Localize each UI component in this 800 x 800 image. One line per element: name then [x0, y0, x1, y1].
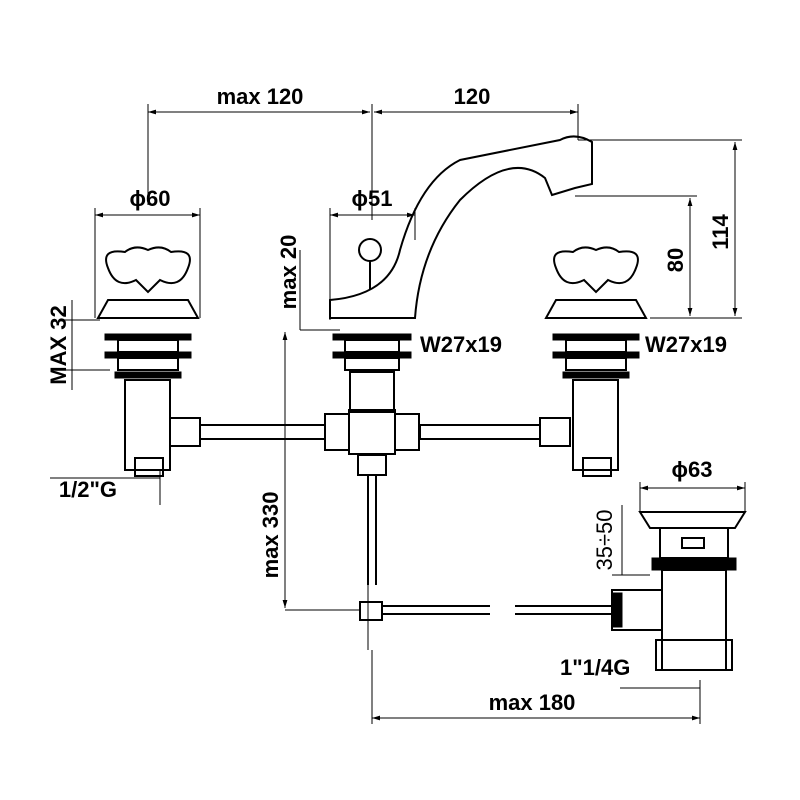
bottom-dimension: max 180: [371, 650, 701, 724]
dim-inlet-thread: 1/2"G: [59, 477, 117, 502]
height-dimensions: 114 80: [575, 139, 742, 319]
dim-spout-offset: max 120: [217, 84, 304, 109]
dim-deck-thickness: MAX 32: [46, 305, 71, 384]
right-handle: W27x19: [544, 246, 727, 477]
dim-thread-mid: W27x19: [420, 332, 502, 357]
dim-outlet-height: 80: [663, 248, 688, 272]
dim-thread-right: W27x19: [645, 332, 727, 357]
dim-spout-reach: 120: [454, 84, 491, 109]
dim-depth: max 330: [258, 492, 283, 579]
dim-total-height: 114: [708, 213, 733, 249]
popup-rod: max 330: [258, 332, 612, 650]
top-dimensions: max 120 120: [147, 84, 579, 220]
left-handle: ϕ60 1/2"G MAX 32: [46, 186, 201, 505]
dim-spout-diameter: ϕ51: [352, 186, 393, 211]
dim-drain-diameter: ϕ63: [672, 457, 713, 482]
connection-pipe: [169, 409, 571, 585]
dim-drain-distance: max 180: [489, 690, 576, 715]
drain: ϕ63 35÷50 1"1/4G: [560, 457, 747, 689]
dim-spout-height: max 20: [276, 235, 301, 310]
dim-handle-diameter: ϕ60: [130, 186, 171, 211]
dim-drain-range: 35÷50: [592, 509, 617, 570]
dim-drain-thread: 1"1/4G: [560, 655, 630, 680]
spout: ϕ51 max 20 W27x19: [276, 135, 593, 413]
